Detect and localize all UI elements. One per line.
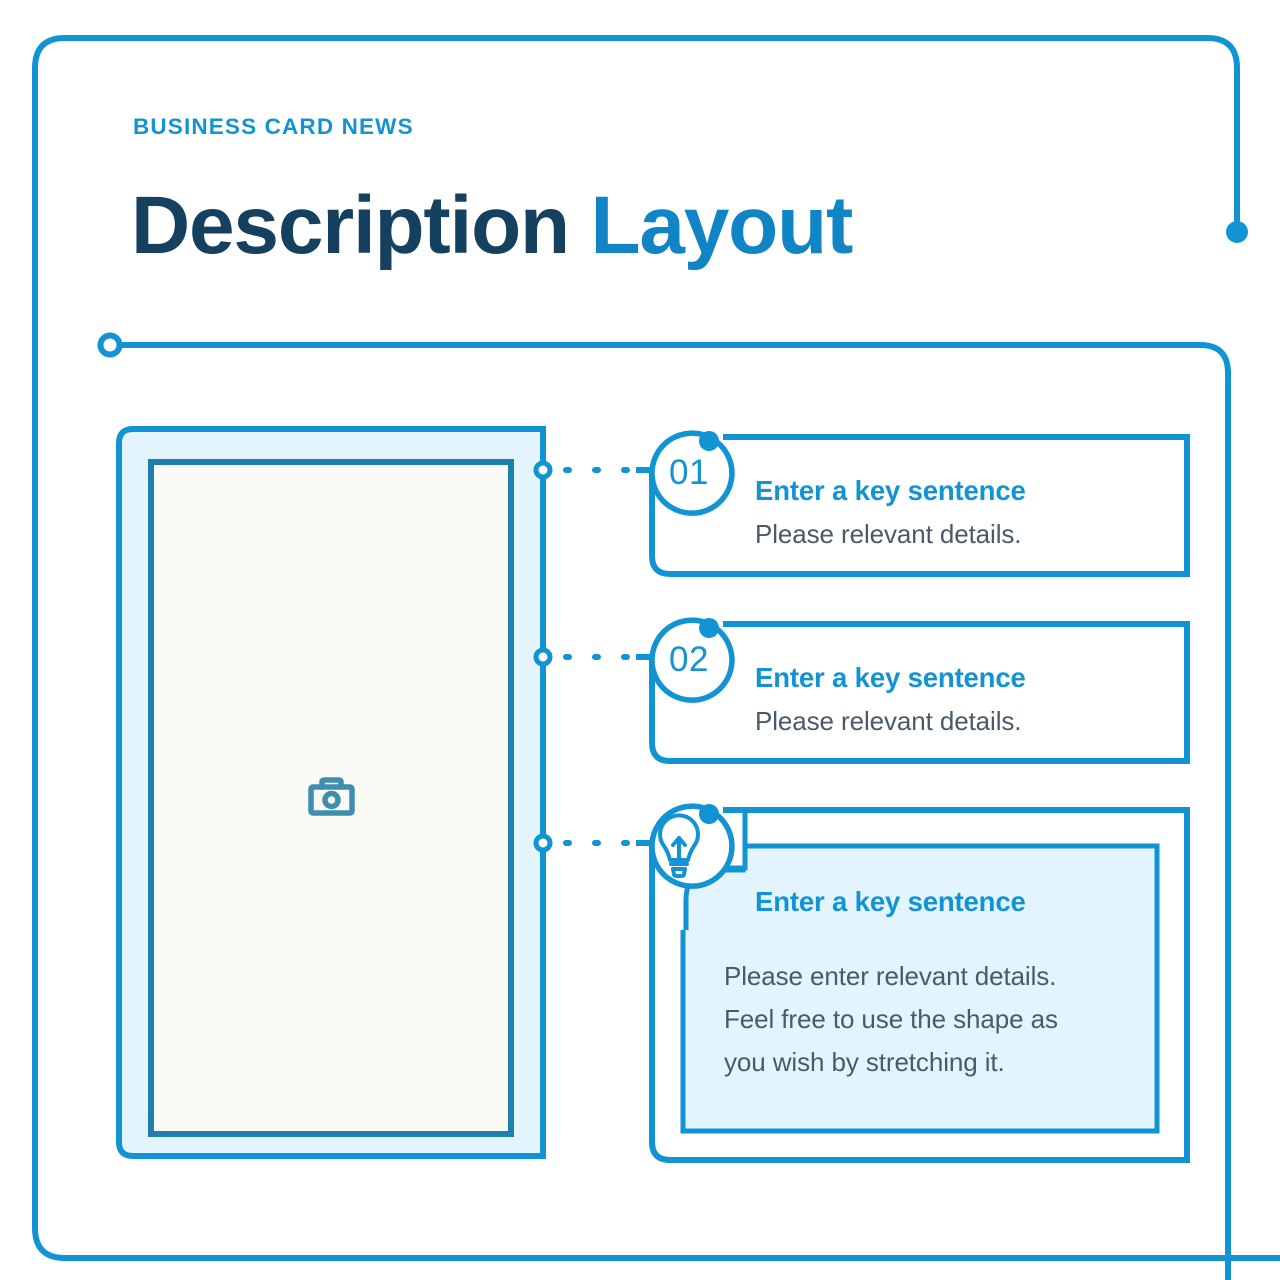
media-photo-frame — [148, 459, 514, 1137]
lightbulb-icon — [658, 813, 700, 878]
card-2-badge-dot — [699, 618, 719, 638]
outer-frame-end-dot — [1226, 221, 1248, 243]
inner-container-start-ring — [97, 332, 123, 358]
card-2-outline — [649, 621, 1190, 764]
inner-container-path — [117, 342, 1231, 1280]
card-2-badge-number: 02 — [669, 640, 709, 679]
card-2-title: Enter a key sentence — [755, 662, 1026, 693]
page-title: Description Layout — [131, 185, 853, 267]
card-2-badge-ring — [649, 617, 735, 703]
page-title-primary: Description — [131, 180, 570, 271]
card-1-badge-ring — [649, 430, 735, 516]
card-2-subtitle: Please relevant details. — [755, 706, 1022, 736]
card-3-body-line-3: you wish by stretching it. — [724, 1047, 1005, 1077]
card-1-outline — [649, 434, 1190, 577]
eyebrow-label: BUSINESS CARD NEWS — [133, 114, 414, 139]
card-3-body-line-1: Please enter relevant details. — [724, 961, 1057, 991]
connector-ring-1 — [533, 460, 553, 480]
connector-dots-group — [563, 467, 633, 846]
card-1-badge-number: 01 — [669, 453, 709, 492]
connector-ring-3 — [533, 833, 553, 853]
outer-frame-path — [32, 35, 1280, 1261]
connector-ring-2 — [533, 647, 553, 667]
card-3-outline-overlay — [649, 807, 1187, 1163]
card-1-badge-dot — [699, 431, 719, 451]
card-3-badge-dot — [699, 804, 719, 824]
card-3-title: Enter a key sentence — [755, 886, 1026, 917]
card-1-title: Enter a key sentence — [755, 475, 1026, 506]
camera-icon — [308, 777, 355, 816]
page-title-accent: Layout — [590, 180, 853, 271]
card-3-body-line-2: Feel free to use the shape as — [724, 1004, 1058, 1034]
card-1-subtitle: Please relevant details. — [755, 519, 1022, 549]
